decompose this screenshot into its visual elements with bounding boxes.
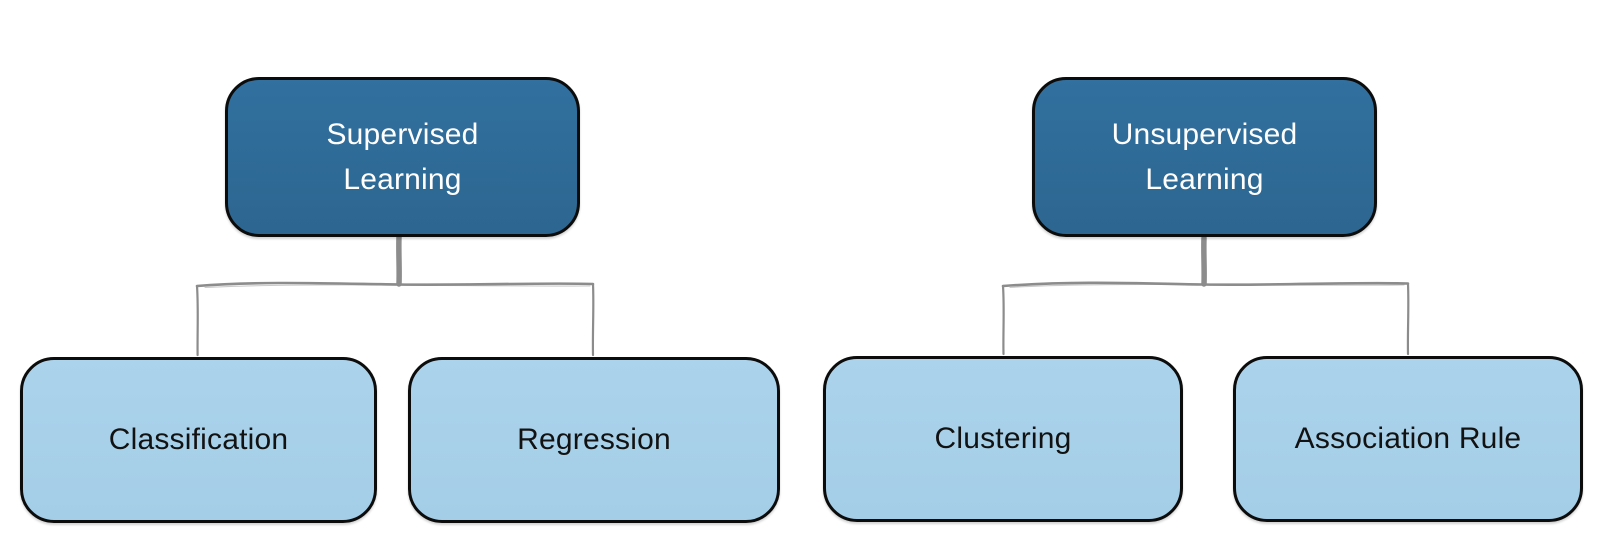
node-association-rule-label: Association Rule	[1294, 422, 1522, 455]
connector-supervised-horizontal	[195, 281, 595, 288]
node-regression: Regression	[408, 357, 780, 523]
node-unsupervised-learning: Unsupervised Learning	[1032, 77, 1377, 237]
connector-supervised-sketch-overlay	[204, 284, 591, 289]
connector-unsupervised-sketch-overlay	[1009, 283, 1405, 289]
node-classification: Classification	[20, 357, 377, 523]
node-classification-label: Classification	[108, 423, 289, 456]
node-supervised-learning: Supervised Learning	[225, 77, 580, 237]
connector-group	[195, 234, 1410, 357]
connector-unsupervised-left-drop	[1001, 284, 1005, 356]
connector-unsupervised-horizontal	[1001, 281, 1410, 288]
node-supervised-learning-label: Supervised Learning	[326, 118, 479, 196]
connector-supervised-left-drop	[195, 284, 199, 357]
node-clustering: Clustering	[823, 356, 1183, 522]
node-regression-label: Regression	[517, 423, 671, 456]
node-clustering-label: Clustering	[934, 422, 1072, 455]
node-association-rule: Association Rule	[1233, 356, 1583, 522]
node-unsupervised-learning-label: Unsupervised Learning	[1111, 118, 1298, 196]
